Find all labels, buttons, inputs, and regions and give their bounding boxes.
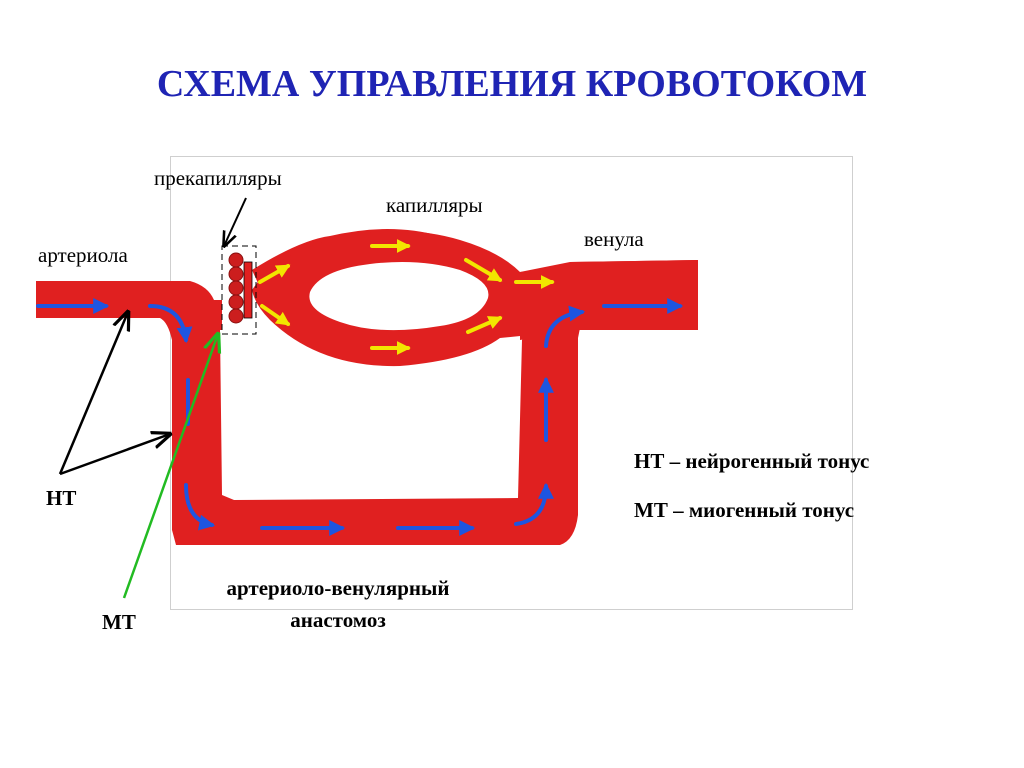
sphincter-box xyxy=(221,245,257,335)
nt-pointer-stalk xyxy=(59,434,170,476)
flow-arrow xyxy=(148,304,193,344)
label-arteriole: артериола xyxy=(38,243,128,267)
precapillary-sphincters xyxy=(221,245,257,335)
label-precapillaries: прекапилляры xyxy=(154,166,282,190)
page-title: СХЕМА УПРАВЛЕНИЯ КРОВОТОКОМ xyxy=(156,63,868,105)
blue-flow-arrows xyxy=(36,298,684,536)
precapillary-pointer xyxy=(224,197,247,246)
sphincter-cell xyxy=(228,280,244,296)
precapillary-segment xyxy=(214,300,222,330)
label-capillaries: капилляры xyxy=(386,193,483,217)
mt-pointer xyxy=(122,334,218,599)
venule-vessel xyxy=(520,260,698,340)
vessel-network xyxy=(36,229,698,545)
sphincter-cell xyxy=(228,266,244,282)
nt-pointer-arteriole xyxy=(58,312,128,475)
sphincter-cell xyxy=(228,308,244,324)
yellow-flow-arrows xyxy=(258,239,555,355)
label-anastomosis-line2: анастомоз xyxy=(290,608,386,632)
flow-arrow xyxy=(258,264,291,284)
sphincter-cell xyxy=(228,252,244,268)
sphincter-cell xyxy=(228,294,244,310)
flow-arrow xyxy=(260,304,291,326)
legend-nt: НТ – нейрогенный тонус xyxy=(634,449,870,473)
flow-arrow xyxy=(514,482,554,526)
flow-arrow xyxy=(184,483,216,531)
label-anastomosis-line1: артериоло-венулярный xyxy=(226,576,450,600)
label-venule: венула xyxy=(584,227,644,251)
flow-arrow xyxy=(544,305,586,348)
flow-arrow xyxy=(464,258,503,282)
label-mt: МТ xyxy=(102,610,136,634)
legend-mt: МТ – миогенный тонус xyxy=(634,498,855,522)
diagram-frame xyxy=(170,156,853,610)
pointer-lines xyxy=(58,197,247,599)
label-nt: НТ xyxy=(46,486,77,510)
flow-arrow xyxy=(466,316,503,334)
